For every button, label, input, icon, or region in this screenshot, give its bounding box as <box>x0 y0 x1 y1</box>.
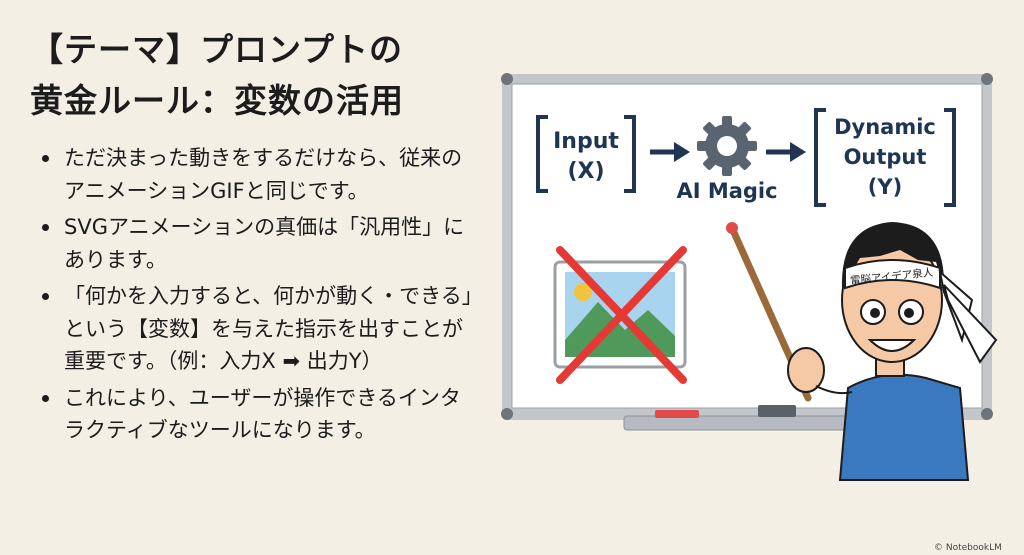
output-label-2: Output <box>844 145 927 169</box>
bullet-item-1: ただ決まった動きをするだけなら、従来のアニメーションGIFと同じです。 <box>36 142 476 207</box>
output-variable: (Y) <box>868 175 902 199</box>
frame-corner <box>981 408 993 420</box>
presenter-character <box>838 222 998 481</box>
arm <box>815 385 853 395</box>
ai-magic-label: AI Magic <box>676 179 777 203</box>
hand <box>787 347 825 393</box>
notebooklm-credit: © NotebookLM <box>934 543 1002 553</box>
input-label: Input <box>553 129 619 154</box>
arrow-right-icon <box>790 142 806 162</box>
input-bracket-right <box>624 115 636 193</box>
bullet-list: ただ決まった動きをするだけなら、従来のアニメーションGIFと同じです。 SVGア… <box>36 142 476 451</box>
output-bracket-right <box>944 108 956 207</box>
pointer-tip <box>726 222 738 234</box>
slide-title: 【テーマ】プロンプトの 黄金ルール：変数の活用 <box>30 24 470 126</box>
frame-corner <box>981 73 993 85</box>
input-bracket-left <box>536 115 548 193</box>
bullet-item-2: SVGアニメーションの真価は「汎用性」にあります。 <box>36 211 476 276</box>
marker-tray <box>623 415 875 431</box>
arrow-right-icon <box>674 142 690 162</box>
eraser <box>758 405 796 417</box>
frame-corner <box>501 408 513 420</box>
marker <box>655 410 699 418</box>
bullet-item-4: これにより、ユーザーが操作できるインタラクティブなツールになります。 <box>36 382 476 447</box>
input-variable: (X) <box>567 159 604 184</box>
frame-corner <box>501 73 513 85</box>
bullet-item-3: 「何かを入力すると、何かが動く・できる」という【変数】を与えた指示を出すことが重… <box>36 280 476 378</box>
title-line-2: 黄金ルール：変数の活用 <box>30 81 404 120</box>
gear-icon <box>697 116 757 176</box>
title-line-1: 【テーマ】プロンプトの <box>30 30 404 69</box>
output-bracket-left <box>814 108 826 207</box>
output-label-1: Dynamic <box>834 115 936 139</box>
cross-icon <box>556 246 687 384</box>
